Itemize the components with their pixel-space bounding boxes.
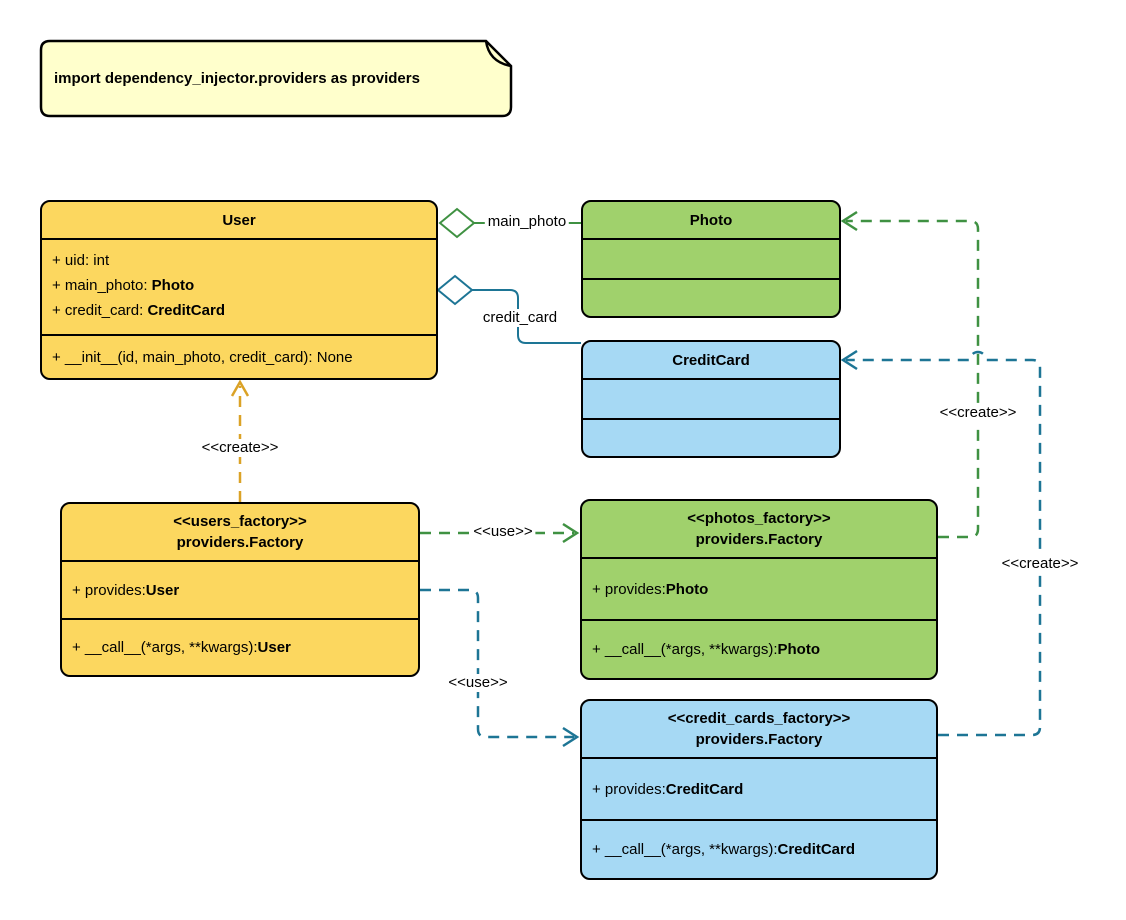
class-user: User + uid: int + main_photo: Photo + cr… [40, 200, 438, 380]
member-type: User [257, 639, 291, 656]
note-fold-corner [484, 40, 512, 68]
member-type: Photo [665, 580, 709, 598]
aggregation-diamond-main-photo [438, 207, 476, 239]
member-type: Photo [777, 641, 821, 658]
attributes-section: + provides: CreditCard [582, 757, 936, 819]
empty-attributes-section [583, 378, 839, 418]
class-header: <<credit_cards_factory>> providers.Facto… [582, 701, 936, 757]
class-title: providers.Factory [695, 531, 823, 548]
attributes-section: + provides: User [62, 560, 418, 618]
class-stereotype: <<photos_factory>> [687, 510, 831, 527]
member-text: + main_photo: [52, 277, 152, 294]
empty-attributes-section [583, 238, 839, 278]
member-text: + uid: int [52, 252, 110, 269]
member-text: + __call__(*args, **kwargs): [592, 641, 778, 658]
note: import dependency_injector.providers as … [54, 41, 484, 116]
note-text: import dependency_injector.providers as … [54, 70, 420, 87]
edge-label-create-credit-card: <<create>> [998, 555, 1082, 573]
member-text: + provides: [72, 581, 146, 599]
member-type: CreditCard [777, 841, 856, 858]
edge-label-credit-card: credit_card [479, 309, 561, 327]
attributes-section: + uid: int + main_photo: Photo + credit_… [42, 238, 436, 334]
class-title: providers.Factory [176, 534, 304, 551]
member-text: + __init__(id, main_photo, credit_card):… [52, 348, 353, 366]
member-text: + __call__(*args, **kwargs): [72, 639, 258, 656]
class-credit-cards-factory: <<credit_cards_factory>> providers.Facto… [580, 699, 938, 880]
note-body [39, 39, 513, 118]
class-photos-factory: <<photos_factory>> providers.Factory + p… [580, 499, 938, 680]
edge-label-main-photo: main_photo [484, 213, 570, 231]
edge-label-create-user: <<create>> [198, 439, 282, 457]
class-credit-card: CreditCard [581, 340, 841, 458]
note-shape [39, 39, 513, 118]
edge-label-use-credit-cards: <<use>> [445, 674, 511, 692]
empty-methods-section [583, 278, 839, 316]
class-users-factory: <<users_factory>> providers.Factory + pr… [60, 502, 420, 677]
methods-section: + __call__(*args, **kwargs): Photo [582, 619, 936, 678]
arrowhead-create-credit-card [840, 349, 858, 371]
attribute-row: + uid: int [42, 248, 436, 273]
attributes-section: + provides: Photo [582, 557, 936, 619]
member-type: User [145, 581, 180, 599]
class-title: User [222, 211, 256, 229]
member-text: + provides: [592, 780, 666, 798]
edge-label-use-photos: <<use>> [470, 523, 536, 541]
class-stereotype: <<users_factory>> [173, 513, 307, 530]
class-title: Photo [689, 211, 733, 229]
aggregation-diamond-credit-card [436, 274, 474, 306]
arrowhead-use-photos [562, 522, 580, 544]
class-header: <<users_factory>> providers.Factory [62, 504, 418, 560]
member-text: + credit_card: [52, 302, 148, 319]
member-type: Photo [151, 277, 195, 294]
methods-section: + __init__(id, main_photo, credit_card):… [42, 334, 436, 378]
attribute-row: + main_photo: Photo [42, 273, 436, 298]
arrowhead-create-photo [840, 210, 858, 232]
member-text: + __call__(*args, **kwargs): [592, 841, 778, 858]
arrowhead-create-user [230, 379, 250, 397]
edge-label-create-photo: <<create>> [936, 404, 1020, 422]
class-header: <<photos_factory>> providers.Factory [582, 501, 936, 557]
edge-create-credit-card [840, 349, 1042, 737]
member-type: CreditCard [665, 780, 744, 798]
methods-section: + __call__(*args, **kwargs): User [62, 618, 418, 675]
empty-methods-section [583, 418, 839, 456]
member-text: + provides: [592, 580, 666, 598]
member-type: CreditCard [147, 302, 225, 319]
class-title: providers.Factory [695, 731, 823, 748]
arrowhead-use-credit-cards [562, 726, 580, 748]
class-title: CreditCard [672, 351, 750, 369]
class-stereotype: <<credit_cards_factory>> [667, 710, 851, 727]
edge-use-credit-cards [420, 588, 580, 748]
edge-create-photo [840, 210, 980, 539]
methods-section: + __call__(*args, **kwargs): CreditCard [582, 819, 936, 878]
attribute-row: + credit_card: CreditCard [42, 298, 436, 323]
class-photo: Photo [581, 200, 841, 318]
